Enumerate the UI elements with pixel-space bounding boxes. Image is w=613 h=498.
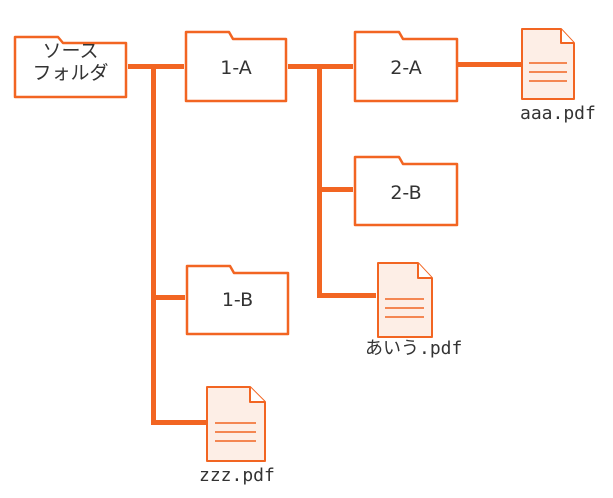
folder-source: ソース フォルダ [13,29,128,99]
file-name: zzz.pdf [199,465,275,486]
connector-to-aiu [317,293,376,298]
connector-to-zzz [151,420,209,425]
connector-trunk-1a [317,64,322,298]
folder-icon [353,155,459,227]
file-name: あいう.pdf [365,338,463,359]
folder-icon [184,30,288,103]
connector-source-to-1a [128,64,184,69]
file-zzz-pdf [205,385,267,463]
file-aaa-pdf [520,27,576,101]
folder-label: 1-A [220,57,252,79]
folder-icon [185,264,290,336]
folder-icon [353,30,459,103]
folder-1a: 1-A [184,30,288,103]
file-name: aaa.pdf [520,103,596,124]
pdf-file-icon [206,386,266,462]
folder-icon [13,35,128,99]
folder-label: 1-B [221,289,254,311]
connector-to-1b [151,295,185,300]
connector-to-2b [317,187,353,192]
connector-2a-to-aaa [458,62,524,67]
folder-2a: 2-A [353,30,459,103]
folder-2b: 2-B [353,155,459,227]
folder-label: 2-B [390,182,422,204]
folder-1b: 1-B [185,264,290,336]
connector-trunk-source [151,64,156,425]
pdf-file-icon [521,28,575,100]
pdf-file-icon [377,262,433,338]
folder-label: ソース フォルダ [32,40,109,84]
file-aiu-pdf [376,261,434,339]
folder-label: 2-A [390,57,422,79]
